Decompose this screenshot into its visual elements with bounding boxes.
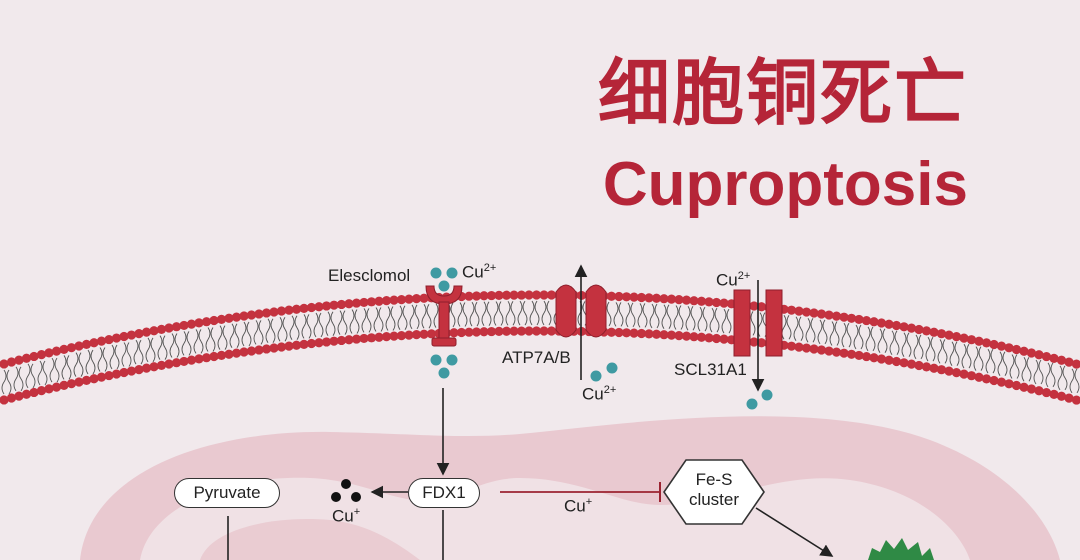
mitochondrion [80,416,1060,560]
copper-ions-inside-elesclomol [430,354,458,379]
title-english: Cuproptosis [602,150,968,219]
atp7ab-label: ATP7A/B [502,348,571,367]
copper-ions-outside-elesclomol [430,267,458,292]
copper-ions-scl [746,389,773,410]
elesclomol-label: Elesclomol [328,266,411,285]
elesclomol-receptor [425,285,463,347]
fdx1-node: FDX1 [408,478,480,508]
atp7ab-channel [555,284,607,338]
title-chinese: 细胞铜死亡 [597,51,968,135]
fes-cluster-label: Fe-S cluster [668,470,760,510]
cu1-label-dots: Cu+ [332,506,361,526]
fes-line1: Fe-S [695,470,733,489]
scl31a1-channel [733,289,783,357]
cu2-label-elesclomol: Cu2+ [462,262,497,282]
fes-line2: cluster [688,490,740,509]
cu-plus-dots [331,479,361,502]
cu2-label-scl: Cu2+ [716,270,751,290]
fes-cluster-hexagon [663,459,765,525]
dying-cell-shape [868,538,934,560]
inhibition-fdx1-fes [500,482,661,502]
arrow-fes-down [755,507,834,557]
cu2-label-atp7: Cu2+ [582,384,617,404]
cu1-label-inhibition: Cu+ [564,496,593,516]
pyruvate-node: Pyruvate [174,478,280,508]
scl31a1-label: SCL31A1 [674,360,747,379]
copper-ions-atp7 [590,362,618,382]
